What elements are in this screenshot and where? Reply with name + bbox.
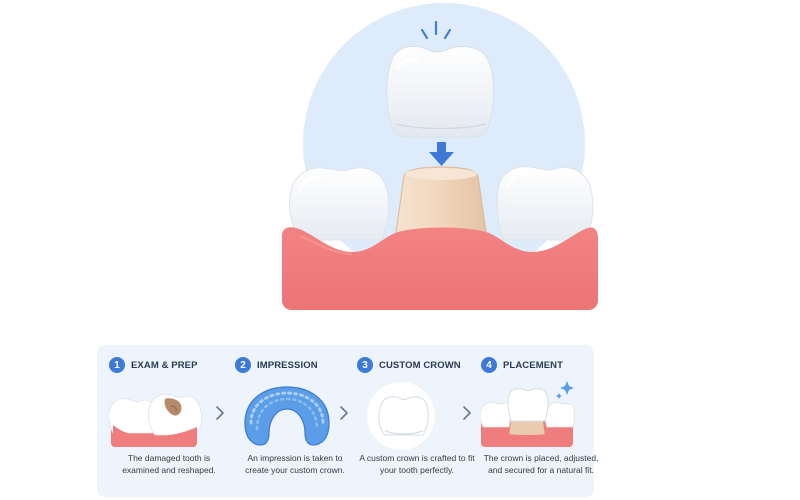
step-number-badge: 1 [109, 357, 125, 373]
sparkle-icon [556, 381, 574, 399]
right-tooth [496, 166, 594, 241]
gum-base [282, 227, 598, 310]
step-title: CUSTOM CROWN [379, 359, 461, 371]
impression-tray-icon [244, 386, 330, 446]
chevron-right-icon [216, 406, 224, 420]
step-4-header: 4 PLACEMENT [481, 356, 563, 374]
step-3: 3 CUSTOM CROWN A custom crown is crafted… [357, 345, 477, 497]
sparkle-lines [420, 20, 452, 40]
step-number-badge: 2 [235, 357, 251, 373]
left-tooth [289, 167, 390, 241]
step-1-header: 1 EXAM & PREP [109, 356, 198, 374]
steps-panel: 1 EXAM & PREP The damaged tooth is exami… [97, 345, 598, 497]
arrow-down-icon [429, 142, 454, 166]
step-4: 4 PLACEMENT The crown is placed, adjuste… [481, 345, 601, 497]
step-2: 2 IMPRESSION An impression is taken to c… [235, 345, 355, 497]
placed-crown-icon [481, 381, 575, 447]
crown-icon [367, 382, 435, 450]
decayed-tooth-icon [109, 394, 202, 447]
step-description: A custom crown is crafted to fit your to… [359, 453, 475, 475]
chevron-right-icon [463, 406, 471, 420]
step-3-header: 3 CUSTOM CROWN [357, 356, 461, 374]
step-2-header: 2 IMPRESSION [235, 356, 318, 374]
step-number-badge: 3 [357, 357, 373, 373]
step-description: An impression is taken to create your cu… [245, 453, 345, 475]
step-1: 1 EXAM & PREP The damaged tooth is exami… [109, 345, 229, 497]
chevron-right-icon [340, 406, 348, 420]
step-title: IMPRESSION [257, 359, 318, 371]
step-number-badge: 4 [481, 357, 497, 373]
step-title: PLACEMENT [503, 359, 564, 371]
step-title: EXAM & PREP [131, 359, 198, 371]
crown-icon [386, 46, 495, 138]
step-description: The crown is placed, adjusted, and secur… [483, 453, 599, 475]
hero-illustration [282, 3, 598, 310]
step-description: The damaged tooth is examined and reshap… [122, 453, 216, 475]
